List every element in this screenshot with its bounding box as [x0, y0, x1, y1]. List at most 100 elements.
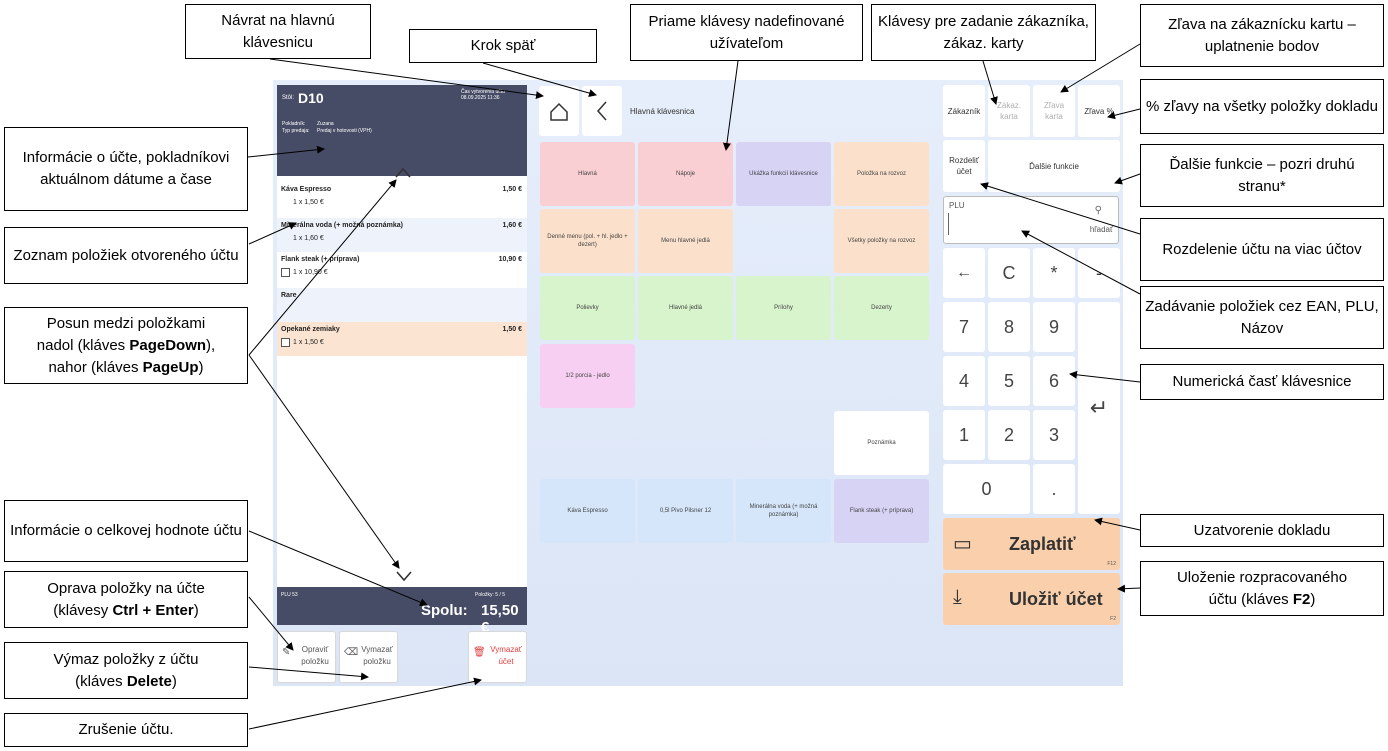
customer-card-button[interactable]: Zákaz. karta	[988, 85, 1030, 137]
delete-bill-label: Vymazať účet	[490, 645, 522, 666]
item-price: 1,50 €	[502, 186, 522, 193]
key-2[interactable]: 2	[988, 410, 1030, 460]
key-mineralna-voda[interactable]: Minerálna voda (+ možná poznámka)	[736, 479, 831, 543]
decimal-key[interactable]: .	[1033, 464, 1075, 514]
key-rozvoz[interactable]: Položka na rozvoz	[834, 142, 929, 206]
key-polovicna-porcia[interactable]: 1/2 porcia - jedlo	[540, 344, 635, 408]
split-bill-button[interactable]: Rozdeliť účet	[943, 140, 985, 192]
item-price: 10,90 €	[498, 256, 522, 263]
callout-back: Krok späť	[409, 29, 597, 63]
key-menu-hlavne[interactable]: Menu hlavné jedlá	[638, 209, 733, 273]
callout-save-line2: účtu (kláves F2)	[1209, 589, 1316, 611]
more-functions-button[interactable]: Ďalšie funkcie	[988, 140, 1120, 192]
callout-info: Informácie o účte, pokladníkovi aktuálno…	[4, 127, 248, 211]
list-item[interactable]: Opekané zemiaky 1,50 € 1 x 1,50 €	[277, 322, 527, 356]
clear-key[interactable]: C	[988, 248, 1030, 298]
key-vsetky-rozvoz[interactable]: Všetky položky na rozvoz	[834, 209, 929, 273]
callout-home: Návrat na hlavnú klávesnicu	[185, 4, 371, 59]
callout-scroll-text: nadol (kláves	[36, 336, 130, 354]
item-checkbox[interactable]	[281, 338, 290, 347]
key-hlavna[interactable]: Hlavná	[540, 142, 635, 206]
percent-discount-button[interactable]: Zľava %	[1078, 85, 1120, 137]
search-icon: ⚲	[1094, 205, 1102, 216]
callout-delete-key: Delete	[126, 672, 172, 690]
item-qty: 1 x 1,60 €	[293, 235, 324, 242]
item-qty: 1 x 10,90 €	[293, 269, 328, 276]
key-5[interactable]: 5	[988, 356, 1030, 406]
callout-delete: Výmaz položky z účtu (kláves Delete)	[4, 642, 248, 699]
callout-edit-end: )	[193, 601, 199, 619]
key-ukazka[interactable]: Ukážka funkcií klávesnice	[736, 142, 831, 206]
list-item[interactable]: Káva Espresso 1,50 € 1 x 1,50 €	[277, 182, 527, 218]
key-dezerty[interactable]: Dezerty	[834, 276, 929, 340]
callout-delete-line1: Výmaz položky z účtu	[53, 650, 199, 668]
callout-percent-discount: % zľavy na všetky položky dokladu	[1140, 79, 1384, 134]
key-pivo-pilsner[interactable]: 0,5l Pivo Pilsner 12	[638, 479, 733, 543]
item-name: Rare	[281, 292, 297, 299]
callout-edit-line1: Oprava položky na účte	[47, 579, 205, 597]
list-item[interactable]: Minerálna voda (+ možná poznámka) 1,60 €…	[277, 218, 527, 252]
cashier-label: Pokladník:	[282, 121, 306, 127]
callout-scroll: Posun medzi položkami nadol (kláves Page…	[4, 307, 248, 384]
pay-button[interactable]: ▭ Zaplatiť F12	[943, 518, 1120, 570]
keyboard-title: Hlavná klávesnica	[630, 107, 695, 116]
save-bill-button[interactable]: ⤓ Uložiť účet F2	[943, 573, 1120, 625]
download-icon: ⤓	[953, 586, 962, 608]
back-button[interactable]	[582, 86, 622, 136]
key-polievky[interactable]: Polievky	[540, 276, 635, 340]
callout-split: Rozdelenie účtu na viac účtov	[1140, 218, 1384, 281]
key-3[interactable]: 3	[1033, 410, 1075, 460]
key-8[interactable]: 8	[988, 302, 1030, 352]
enter-key[interactable]: ↵	[1078, 302, 1120, 514]
callout-edit: Oprava položky na účte (klávesy Ctrl + E…	[4, 571, 248, 628]
total-bar: PLU 53 Položky: 5 / 5 Spolu: 15,50 €	[277, 587, 527, 636]
scroll-up-icon[interactable]	[394, 164, 412, 184]
key-4[interactable]: 4	[943, 356, 985, 406]
home-button[interactable]	[539, 86, 579, 136]
plu-search-input[interactable]: PLU ⚲ hľadať	[943, 196, 1119, 244]
edit-item-button[interactable]: ✎ Opraviť položku	[277, 631, 336, 683]
key-poznamka[interactable]: Poznámka	[834, 411, 929, 475]
callout-total: Informácie o celkovej hodnote účtu	[4, 500, 248, 562]
key-1[interactable]: 1	[943, 410, 985, 460]
created-time-value: 08.09.2025 11:36	[461, 95, 500, 101]
key-flank-steak[interactable]: Flank steak (+ príprava)	[834, 479, 929, 543]
key-7[interactable]: 7	[943, 302, 985, 352]
backspace-key[interactable]: ←	[943, 248, 985, 298]
key-prilohy[interactable]: Prílohy	[736, 276, 831, 340]
save-label: Uložiť účet	[1009, 589, 1103, 609]
callout-scroll-line3: nahor (kláves PageUp)	[48, 357, 203, 379]
callout-close: Uzatvorenie dokladu	[1140, 514, 1384, 547]
plu-readout: PLU 53	[281, 592, 298, 598]
callout-scroll-text2: nahor (kláves	[48, 358, 143, 376]
callout-more-functions: Ďalšie funkcie – pozri druhú stranu*	[1140, 144, 1384, 207]
created-time: Čas vytvorenia účtu 08.09.2025 11:36	[461, 89, 505, 101]
item-name: Káva Espresso	[281, 186, 332, 193]
key-0[interactable]: 0	[943, 464, 1030, 514]
list-item[interactable]: Rare	[277, 288, 527, 322]
multiply-key[interactable]: *	[1033, 248, 1075, 298]
callout-card-discount: Zľava na zákaznícku kartu – uplatnenie b…	[1140, 4, 1384, 67]
callout-ean: Zadávanie položiek cez EAN, PLU, Názov	[1140, 286, 1384, 349]
callout-scroll-end: )	[198, 358, 204, 376]
list-item[interactable]: Flank steak (+ príprava) 10,90 € 1 x 10,…	[277, 252, 527, 288]
key-napoje[interactable]: Nápoje	[638, 142, 733, 206]
customer-button[interactable]: Zákazník	[943, 85, 985, 137]
item-checkbox[interactable]	[281, 268, 290, 277]
sale-type-label: Typ predaja:	[282, 128, 310, 134]
scroll-down-icon[interactable]	[395, 568, 413, 584]
key-kava-espresso[interactable]: Káva Espresso	[540, 479, 635, 543]
key-6[interactable]: 6	[1033, 356, 1075, 406]
text-caret	[948, 213, 949, 235]
card-discount-button[interactable]: Zľava karta	[1033, 85, 1075, 137]
minus-key[interactable]: -	[1078, 248, 1120, 298]
callout-delete-line2: (kláves Delete)	[75, 671, 177, 693]
key-denne-menu[interactable]: Denné menu (pol. + hl. jedlo + dezert)	[540, 209, 635, 273]
key-hlavne-jedla[interactable]: Hlavné jedlá	[638, 276, 733, 340]
callout-edit-line2: (klávesy Ctrl + Enter)	[53, 600, 198, 622]
delete-bill-button[interactable]: 🗑 Vymazať účet	[468, 631, 527, 683]
item-qty: 1 x 1,50 €	[293, 339, 324, 346]
delete-item-button[interactable]: ⌫ Vymazať položku	[339, 631, 398, 683]
key-9[interactable]: 9	[1033, 302, 1075, 352]
callout-scroll-line1: Posun medzi položkami	[46, 314, 206, 332]
